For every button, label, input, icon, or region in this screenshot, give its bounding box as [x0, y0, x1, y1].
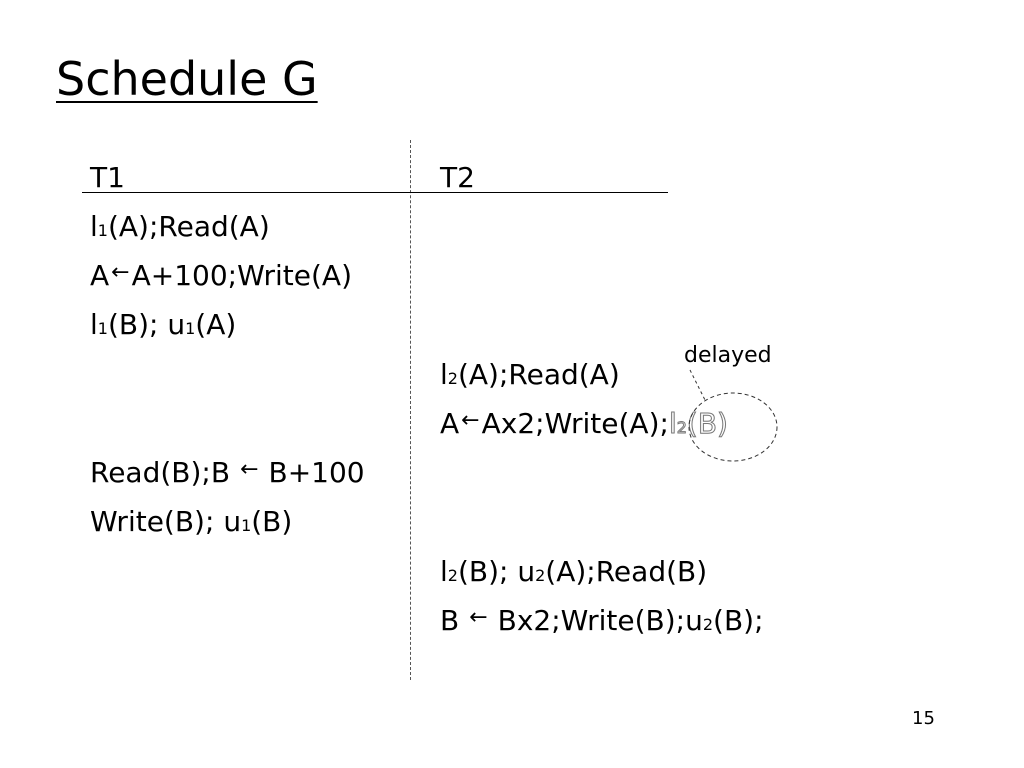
t1-header: T1	[90, 161, 125, 194]
rhs: Bx2;Write(B);u	[497, 604, 703, 637]
rest: (B)	[686, 407, 728, 440]
delayed-label: delayed	[684, 343, 772, 368]
mid: (B); u	[107, 308, 186, 341]
op: l	[90, 210, 98, 243]
lhs: Read(B);B	[90, 456, 231, 489]
t2-row-assign-b: B ← Bx2;Write(B);u2(B);	[440, 607, 764, 635]
left-arrow-icon: ←	[240, 457, 259, 482]
delayed-leader-line	[689, 369, 706, 401]
subscript: 1	[97, 319, 108, 338]
op: l	[440, 358, 448, 391]
slide-title: Schedule G	[56, 52, 318, 106]
rhs: Ax2;Write(A);	[481, 407, 669, 440]
subscript: 2	[702, 615, 714, 634]
rest: (A);Read(B)	[545, 555, 708, 588]
t1-row-assign-a: A←A+100;Write(A)	[90, 262, 352, 290]
lhs: A	[90, 259, 110, 292]
delayed-ellipse	[688, 392, 778, 462]
left-arrow-icon: ←	[111, 260, 130, 285]
subscript: 1	[185, 319, 196, 338]
header-underline	[82, 192, 668, 193]
op: l	[90, 308, 98, 341]
rest: (A);Read(A)	[107, 210, 270, 243]
t1-row-lock-a: l1(A);Read(A)	[90, 213, 270, 241]
t1-row-read-b: Read(B);B ← B+100	[90, 459, 365, 487]
lhs: A	[440, 407, 460, 440]
subscript: 2	[447, 566, 458, 585]
rest: (B)	[251, 505, 293, 538]
rest: (A)	[195, 308, 237, 341]
rest: (B);	[713, 604, 764, 637]
subscript: 1	[241, 516, 252, 535]
rhs: B+100	[268, 456, 365, 489]
left-arrow-icon: ←	[469, 605, 488, 630]
lhs: B	[440, 604, 460, 637]
column-divider	[410, 140, 411, 680]
t2-row-assign-a: A←Ax2;Write(A);l2(B)	[440, 407, 728, 440]
op: l	[440, 555, 448, 588]
page-number: 15	[912, 708, 935, 729]
lhs: Write(B); u	[90, 505, 242, 538]
subscript: 2	[676, 418, 687, 437]
subscript: 2	[535, 566, 546, 585]
subscript: 1	[97, 221, 108, 240]
t1-row-write-b: Write(B); u1(B)	[90, 508, 292, 536]
t1-row-lock-b-unlock-a: l1(B); u1(A)	[90, 311, 236, 339]
rhs: A+100;Write(A)	[131, 259, 353, 292]
rest: (A);Read(A)	[457, 358, 620, 391]
op: l	[668, 407, 677, 440]
t2-row-lock-a: l2(A);Read(A)	[440, 361, 620, 389]
mid: (B); u	[457, 555, 536, 588]
t2-header: T2	[440, 161, 475, 194]
left-arrow-icon: ←	[461, 408, 480, 433]
subscript: 2	[447, 369, 458, 388]
t2-row-lock-b: l2(B); u2(A);Read(B)	[440, 558, 707, 586]
delayed-lock-b: l2(B)	[668, 407, 728, 440]
